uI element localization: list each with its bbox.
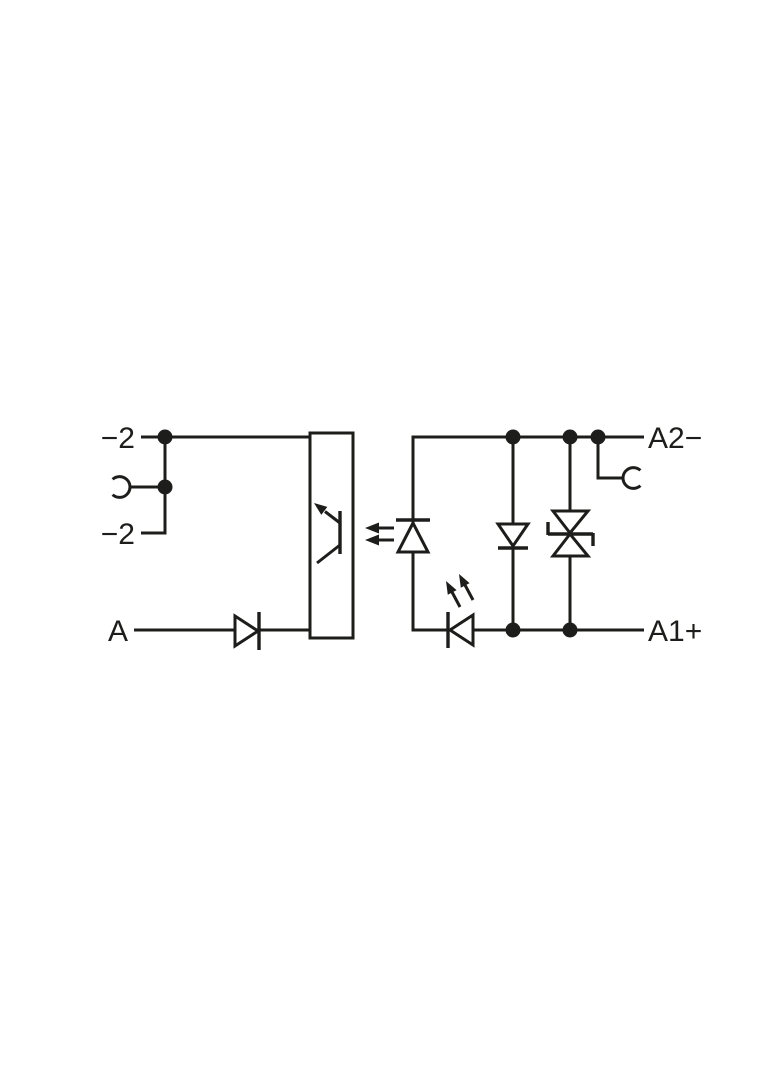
- light-coupling-arrows-icon: [365, 522, 394, 546]
- freewheeling-diode-icon: [495, 522, 531, 550]
- junction-dot: [562, 622, 578, 638]
- transistor-arrow: [314, 503, 328, 515]
- status-led-icon: [446, 574, 475, 648]
- tvs-bottom-triangle: [549, 531, 592, 558]
- junction-dot: [505, 622, 521, 638]
- terminal-label-minus2-top: −2: [101, 422, 135, 455]
- plug-contact-icon: [621, 466, 642, 490]
- left-circuit: −2 −2 A: [101, 422, 310, 650]
- optocoupler-box: [308, 431, 355, 640]
- emission-arrow-head: [446, 581, 457, 595]
- led-triangle: [447, 612, 475, 648]
- transistor-emitter: [316, 543, 341, 565]
- arrow-head: [365, 522, 379, 534]
- junction-dot: [562, 429, 578, 445]
- terminal-label-a2: A2−: [648, 422, 702, 455]
- junction-dot: [505, 429, 521, 445]
- led-triangle: [395, 519, 431, 554]
- terminal-label-a1: A1+: [648, 615, 702, 648]
- arrow-head: [365, 534, 379, 546]
- junction-dot: [590, 429, 606, 445]
- tvs-top-triangle: [549, 509, 592, 536]
- series-diode-icon: [233, 612, 261, 650]
- terminal-label-a: A: [108, 615, 128, 648]
- wire: [411, 435, 644, 632]
- diode-triangle: [233, 613, 261, 649]
- terminal-label-minus2-mid: −2: [101, 518, 135, 551]
- emission-arrow-head: [459, 574, 470, 588]
- emission-arrow-shaft: [463, 584, 475, 601]
- input-circuit: A2− A1+: [395, 422, 702, 648]
- emission-arrow-shaft: [450, 591, 462, 608]
- suppressor-diode-icon: [546, 509, 595, 558]
- plug-contact-icon: [111, 475, 132, 499]
- junction-dot: [157, 479, 173, 495]
- diode-triangle: [495, 522, 531, 549]
- transistor-collector: [324, 510, 341, 525]
- phototransistor-icon: [314, 503, 342, 565]
- emitter-led-icon: [395, 518, 431, 554]
- junction-dot: [157, 429, 173, 445]
- optocoupler: [308, 431, 355, 640]
- wire: [141, 437, 167, 535]
- wire: [596, 437, 624, 480]
